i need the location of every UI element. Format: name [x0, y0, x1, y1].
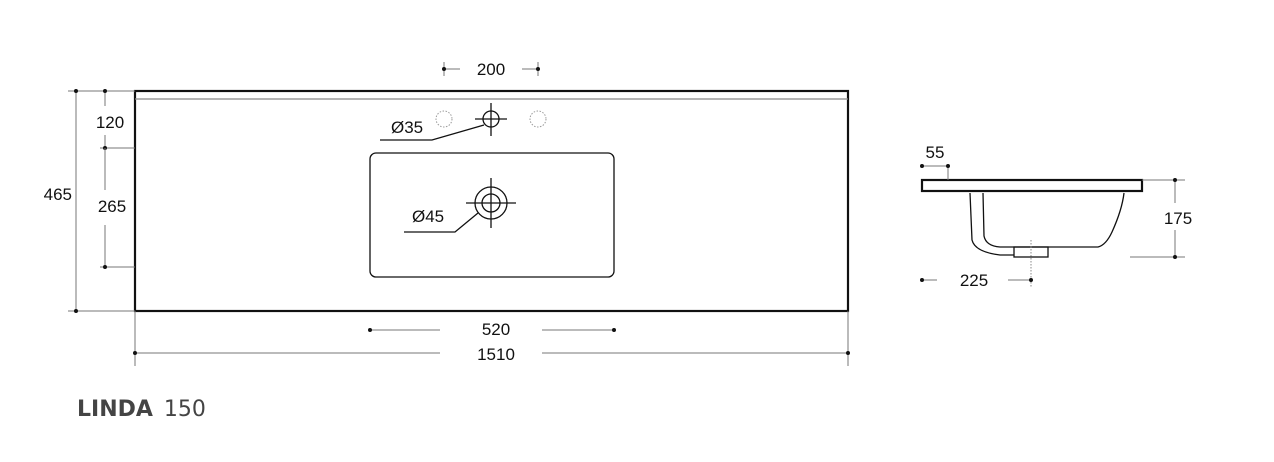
tap-hole-diameter-label: Ø35: [391, 118, 423, 137]
tap-spacing-dimension: 200: [442, 60, 540, 79]
optional-tap-hole-right: [529, 110, 547, 128]
depth-dimension: 465: [44, 89, 135, 313]
drain: [466, 178, 516, 228]
drain-diameter-label: Ø45: [412, 207, 444, 226]
countertop-outline: [133, 89, 850, 313]
svg-text:200: 200: [477, 60, 505, 79]
optional-tap-hole-left: [435, 110, 453, 128]
svg-text:465: 465: [44, 185, 72, 204]
rim-offset-dimension: 55: [920, 143, 950, 180]
svg-text:520: 520: [482, 320, 510, 339]
product-title: LINDA 150: [77, 397, 206, 422]
drain-offset-dimension: 225: [920, 271, 1033, 290]
svg-text:265: 265: [98, 197, 126, 216]
side-view: 55 175 225: [920, 143, 1192, 290]
height-dimension: 175: [1130, 178, 1192, 259]
basin-outline: [369, 152, 615, 278]
drain-leader: [404, 212, 479, 233]
tap-hole: [475, 103, 507, 136]
product-name: LINDA: [77, 397, 153, 422]
tap-hole-leader: [380, 124, 485, 141]
product-size: 150: [164, 397, 206, 422]
bowl-section: [969, 192, 1125, 256]
faucet-offset-dimension: 120: [96, 89, 135, 150]
svg-text:225: 225: [960, 271, 988, 290]
top-view: Ø35 Ø45 200 465: [44, 60, 850, 366]
svg-text:120: 120: [96, 113, 124, 132]
countertop-section: [920, 178, 1144, 193]
basin-width-dimension: 520: [368, 320, 616, 339]
svg-text:175: 175: [1164, 209, 1192, 228]
svg-text:1510: 1510: [477, 345, 515, 364]
overall-width-dimension: 1510: [133, 311, 850, 366]
basin-depth-dimension: 265: [98, 148, 135, 269]
svg-text:55: 55: [926, 143, 945, 162]
